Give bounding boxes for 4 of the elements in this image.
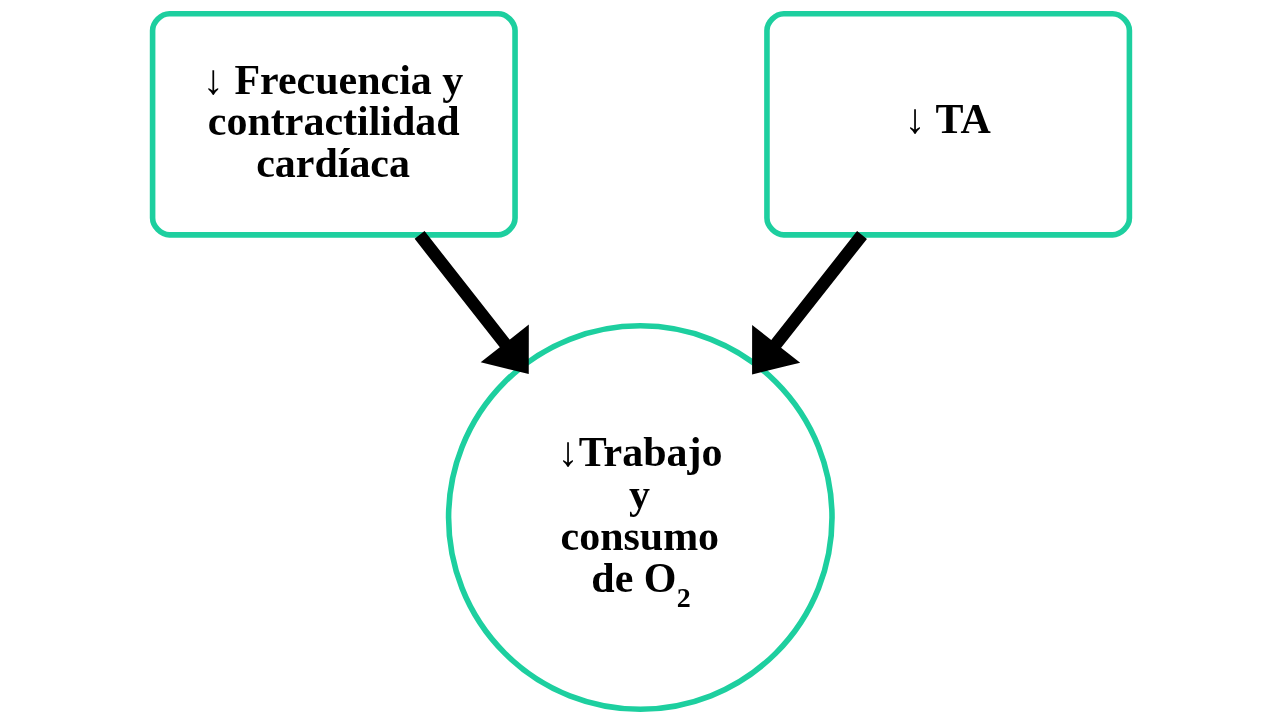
- arrow: [414, 231, 529, 375]
- node-box: ↓ TA: [763, 10, 1132, 238]
- arrow: [751, 231, 867, 375]
- node-box: ↓ Frecuencia y contractilidad cardíaca: [149, 10, 518, 238]
